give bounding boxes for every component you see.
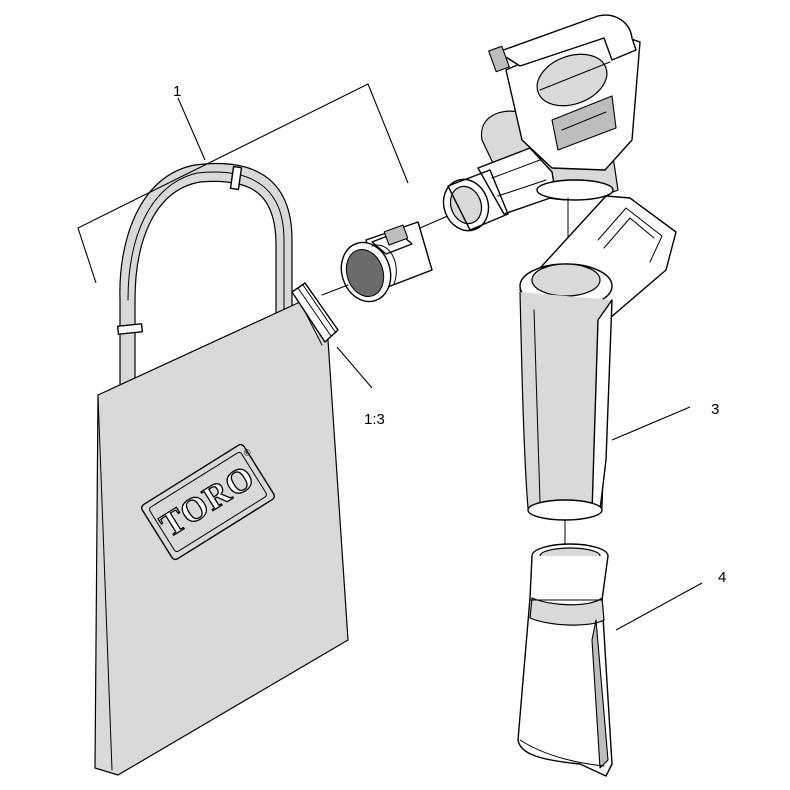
nozzle-leader <box>615 582 703 631</box>
blower-handle <box>497 14 637 67</box>
strap-clip-left <box>116 323 144 335</box>
axis-line-2 <box>419 214 451 229</box>
vacuum-tube <box>519 195 677 521</box>
vacuum-nozzle <box>517 543 613 777</box>
tube-leader <box>611 406 691 441</box>
callout-1-bracket <box>77 83 409 284</box>
axis-line-1 <box>321 284 349 296</box>
callout-label-1-3: 1:3 <box>364 411 385 428</box>
registered-mark: ® <box>242 447 253 459</box>
callout-label-1: 1 <box>173 83 181 100</box>
collection-bag: TORO ® <box>94 162 349 776</box>
adapter-latch <box>383 224 409 246</box>
callout-label-4: 4 <box>718 569 726 586</box>
blower-housing <box>442 14 641 232</box>
callout-label-3: 3 <box>711 401 719 418</box>
bag-adapter <box>340 221 433 303</box>
adapter-leader <box>336 346 373 389</box>
logo-plate <box>140 443 276 561</box>
strap-clip-top <box>229 165 243 191</box>
